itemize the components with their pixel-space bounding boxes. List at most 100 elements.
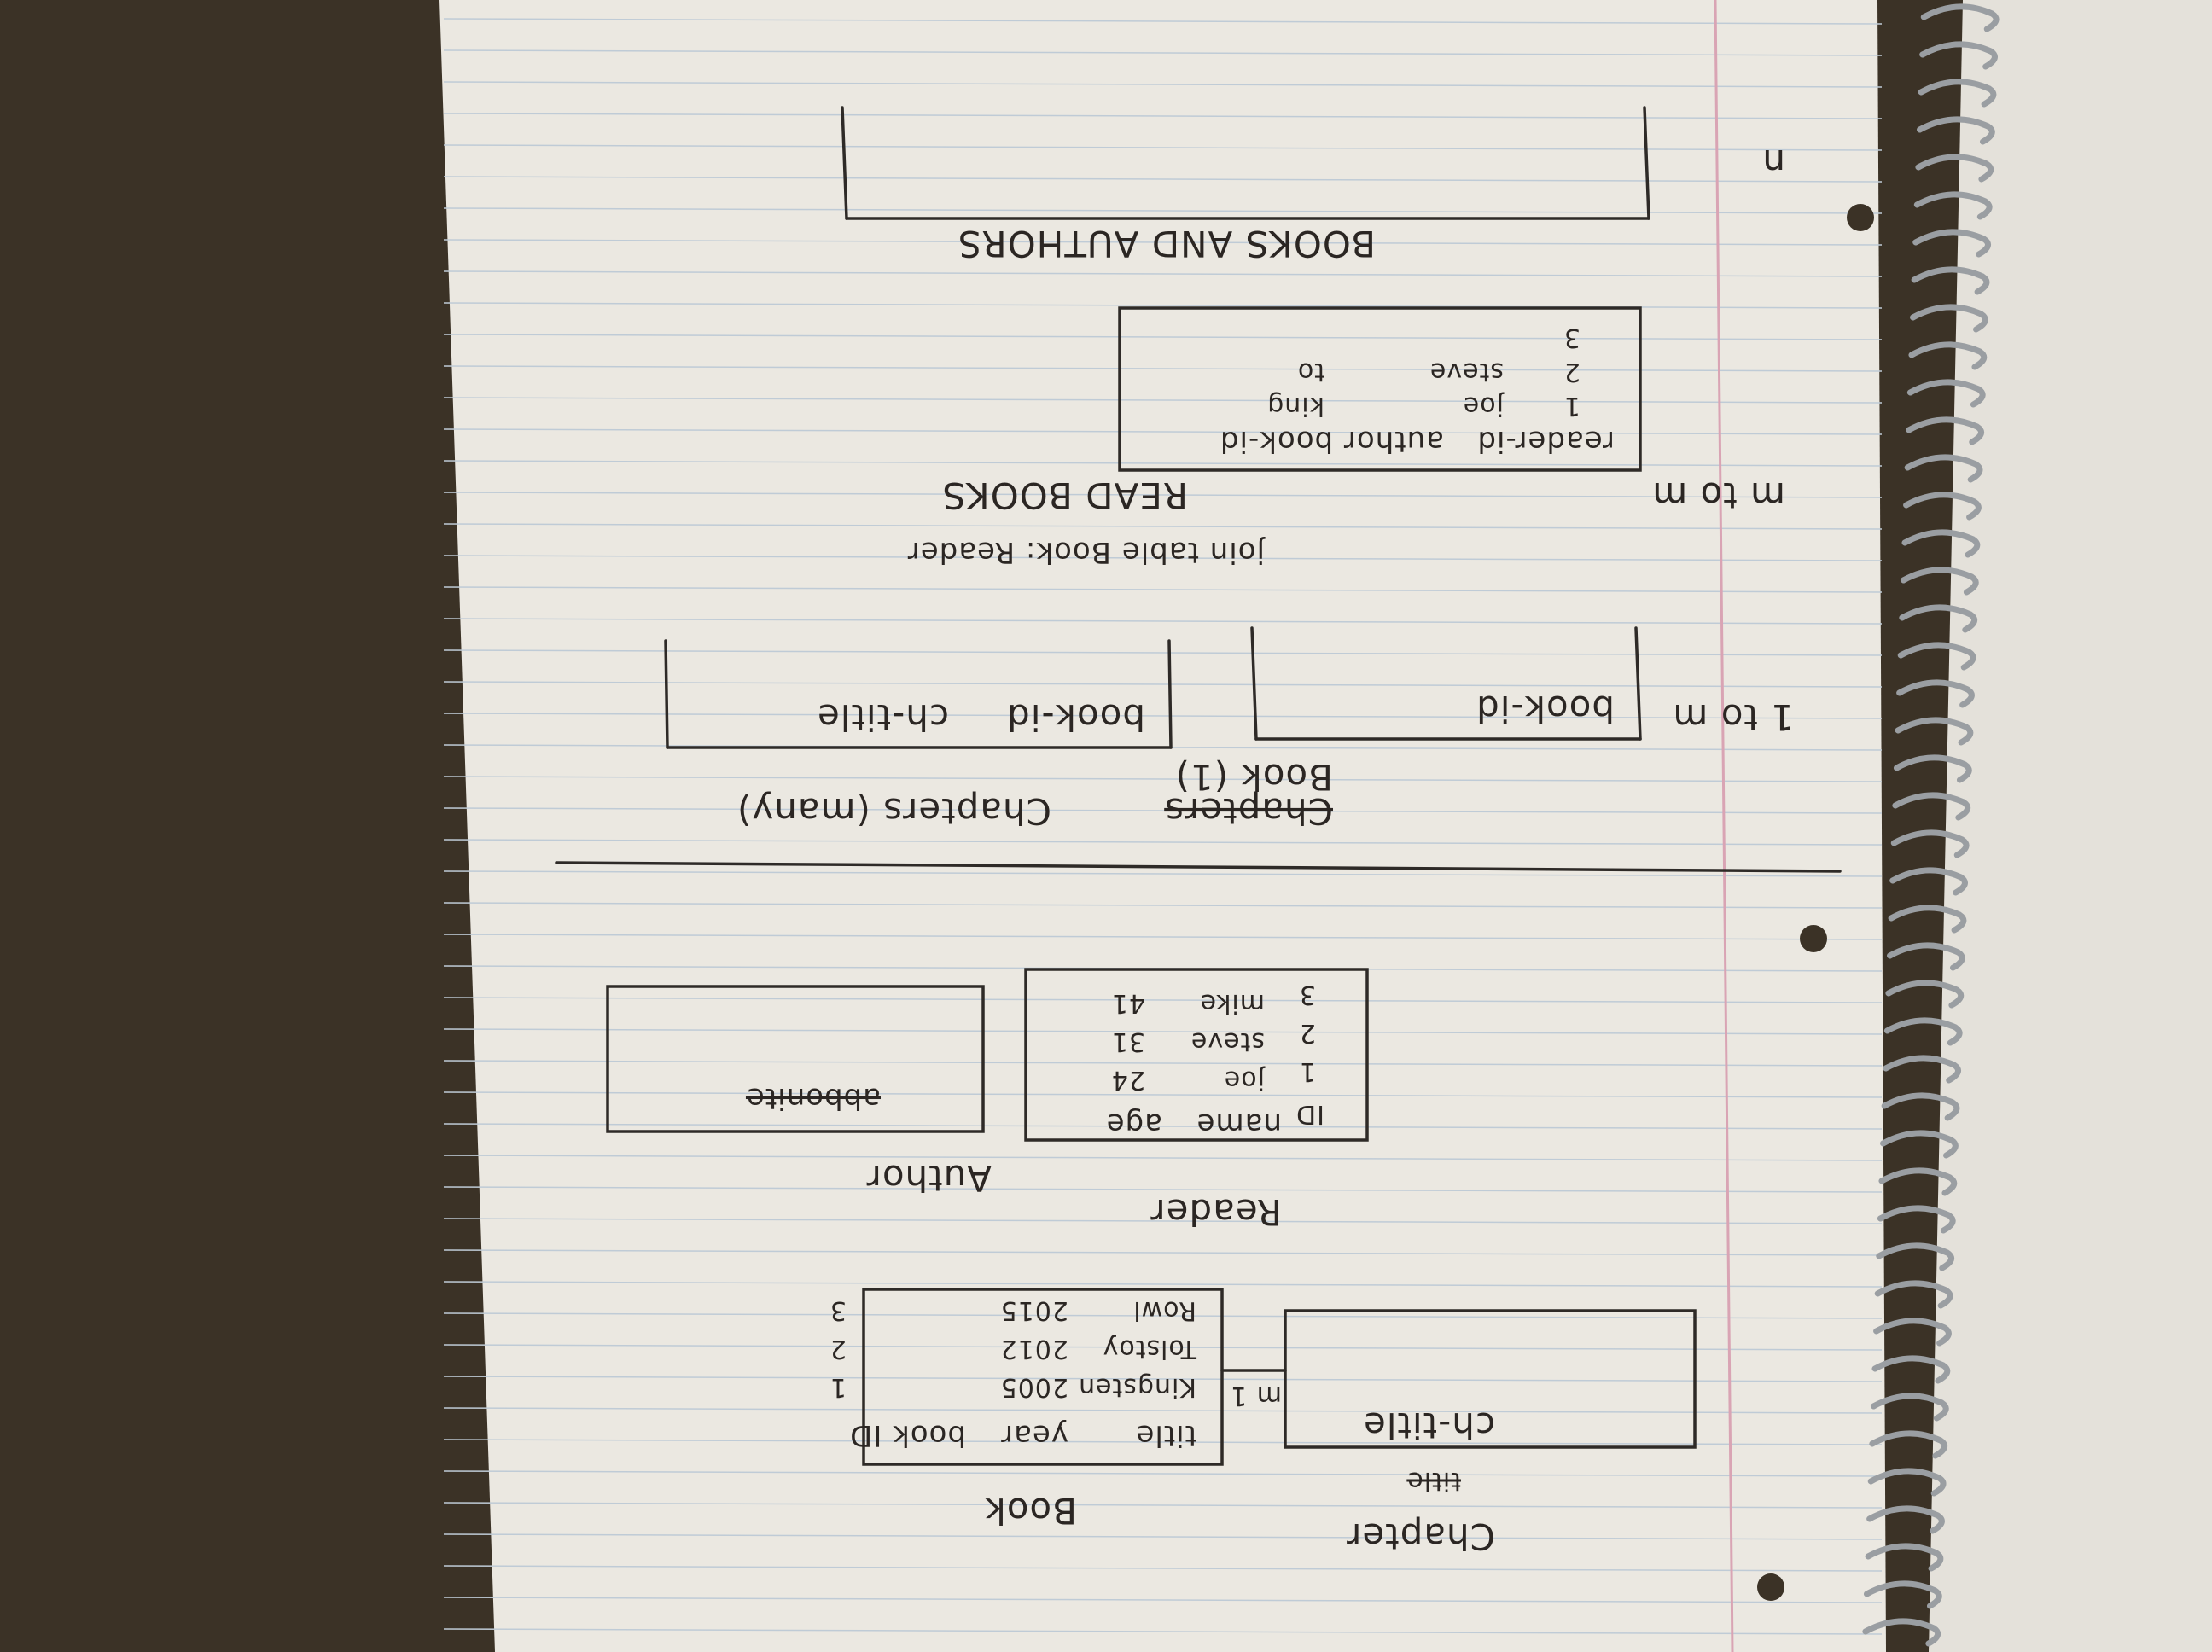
rule-line <box>443 1186 1883 1193</box>
spiral-ring <box>1866 1505 1945 1534</box>
spiral-ring <box>1888 905 1967 934</box>
chapters-table-right <box>664 639 669 749</box>
spiral-ring <box>1908 341 1988 370</box>
read-books-row-id: 3 <box>1563 323 1580 352</box>
spiral-ring <box>1917 116 1995 145</box>
rule-line <box>443 1091 1883 1098</box>
book-row-title: Kingsten <box>1078 1372 1196 1402</box>
book-one-table-left <box>1634 626 1642 741</box>
rule-line <box>443 239 1883 246</box>
rule-line <box>443 1597 1883 1603</box>
chapters-many-label: Chapters (many) <box>736 790 1051 832</box>
read-books-row-id: 2 <box>1563 357 1580 387</box>
spiral-ring <box>1881 1092 1960 1121</box>
book-row-id: 2 <box>830 1334 847 1364</box>
rule-line <box>443 81 1883 88</box>
book-row-id: 3 <box>830 1295 847 1325</box>
read-books-group: join table Book: Reader m to m READ BOOK… <box>907 306 1785 569</box>
rule-line <box>443 1312 1883 1319</box>
rule-line <box>443 365 1883 372</box>
spiral-ring <box>1880 1130 1959 1159</box>
rule-lines <box>443 18 1883 1635</box>
rule-line <box>443 1028 1883 1035</box>
spiral-ring <box>1919 41 1998 70</box>
spiral-ring <box>1889 867 1968 896</box>
notebook-page <box>439 0 1886 1652</box>
rule-line <box>443 1439 1883 1446</box>
spiral-ring <box>1863 1580 1942 1609</box>
rule-line <box>443 586 1883 593</box>
spiral-ring <box>1910 304 1988 333</box>
spiral-binding <box>1862 3 2000 1647</box>
book-col-title: title <box>1136 1418 1196 1452</box>
punch-hole <box>1757 1573 1784 1601</box>
spiral-ring <box>1862 1618 1941 1647</box>
rule-line <box>443 207 1883 214</box>
rule-line <box>443 1502 1883 1509</box>
rule-line <box>443 902 1883 909</box>
punch-hole <box>1800 925 1827 952</box>
rule-line <box>443 934 1883 940</box>
spiral-ring <box>1885 980 1965 1009</box>
read-books-title: READ BOOKS <box>941 474 1188 516</box>
rule-line <box>443 397 1883 404</box>
rule-line <box>443 334 1883 340</box>
books-authors-table-right <box>841 106 848 220</box>
chapter-table-box <box>1284 1309 1697 1449</box>
spiral-ring <box>1897 642 1976 671</box>
book-row-year: 2005 <box>1000 1372 1068 1402</box>
spiral-ring <box>1899 604 1978 633</box>
spiral-ring <box>1890 829 1970 858</box>
books-authors-table-left <box>1643 106 1650 220</box>
rule-line <box>443 1344 1883 1351</box>
spiral-ring <box>1895 717 1974 746</box>
rule-line <box>443 176 1883 183</box>
chapters-table-left <box>1167 639 1173 749</box>
rule-line <box>443 49 1883 56</box>
margin-line <box>1714 0 1734 1652</box>
many-to-many-label: m to m <box>1651 474 1785 516</box>
rule-line <box>443 1407 1883 1414</box>
book-table-group: Book title year book ID Kingsten 2005 1 … <box>830 1288 1224 1532</box>
rule-line <box>443 1533 1883 1540</box>
book-row-title: Tolstoy <box>1103 1334 1197 1364</box>
book-table-box <box>862 1288 1224 1466</box>
reader-row-name: mike <box>1200 988 1265 1018</box>
reader-row-age: 24 <box>1111 1065 1145 1095</box>
author-label: Author <box>866 1157 992 1199</box>
rule-line <box>443 807 1883 814</box>
reader-col-name: name <box>1196 1107 1282 1141</box>
book-one-label: Book (1) <box>1175 756 1333 798</box>
spiral-ring <box>1915 154 1994 183</box>
rule-line <box>443 870 1883 877</box>
spiral-ring <box>1876 1242 1955 1271</box>
read-books-row-id: 1 <box>1563 391 1580 421</box>
reader-col-id: ID <box>1295 1099 1324 1129</box>
rule-line <box>443 1155 1883 1161</box>
spiral-ring <box>1906 379 1986 408</box>
rule-line <box>443 302 1883 309</box>
books-authors-title: BOOKS AND AUTHORS <box>958 223 1376 265</box>
spiral-ring <box>1883 1055 1961 1084</box>
reader-col-age: age <box>1106 1107 1162 1141</box>
rule-line <box>443 144 1883 151</box>
section-divider <box>555 861 1842 873</box>
rule-line <box>443 1123 1883 1130</box>
spiral-ring <box>1912 229 1991 258</box>
spiral-ring <box>1867 1468 1947 1497</box>
book-row-year: 2012 <box>1000 1334 1068 1364</box>
spiral-ring <box>1878 1167 1958 1196</box>
adjacent-page <box>1929 0 2212 1652</box>
chapters-col-ch-title: ch-title <box>817 696 949 738</box>
spiral-ring <box>1911 266 1990 295</box>
author-field: abbonite <box>746 1081 881 1115</box>
join-note: join table Book: Reader <box>907 535 1266 569</box>
spiral-ring <box>1918 79 1997 108</box>
read-books-box <box>1118 306 1642 472</box>
reader-row-id: 2 <box>1299 1018 1316 1048</box>
book-one-col: book-id <box>1476 688 1615 730</box>
spiral-ring <box>1906 416 1985 445</box>
rule-line <box>443 1628 1883 1635</box>
rule-line <box>443 1249 1883 1256</box>
